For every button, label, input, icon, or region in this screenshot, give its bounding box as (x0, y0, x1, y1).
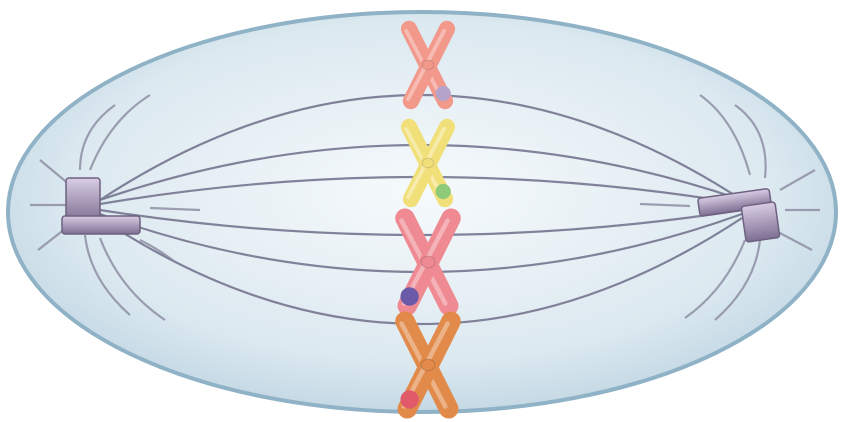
cell-diagram (0, 0, 842, 422)
metaphase-cell-svg (0, 0, 842, 422)
